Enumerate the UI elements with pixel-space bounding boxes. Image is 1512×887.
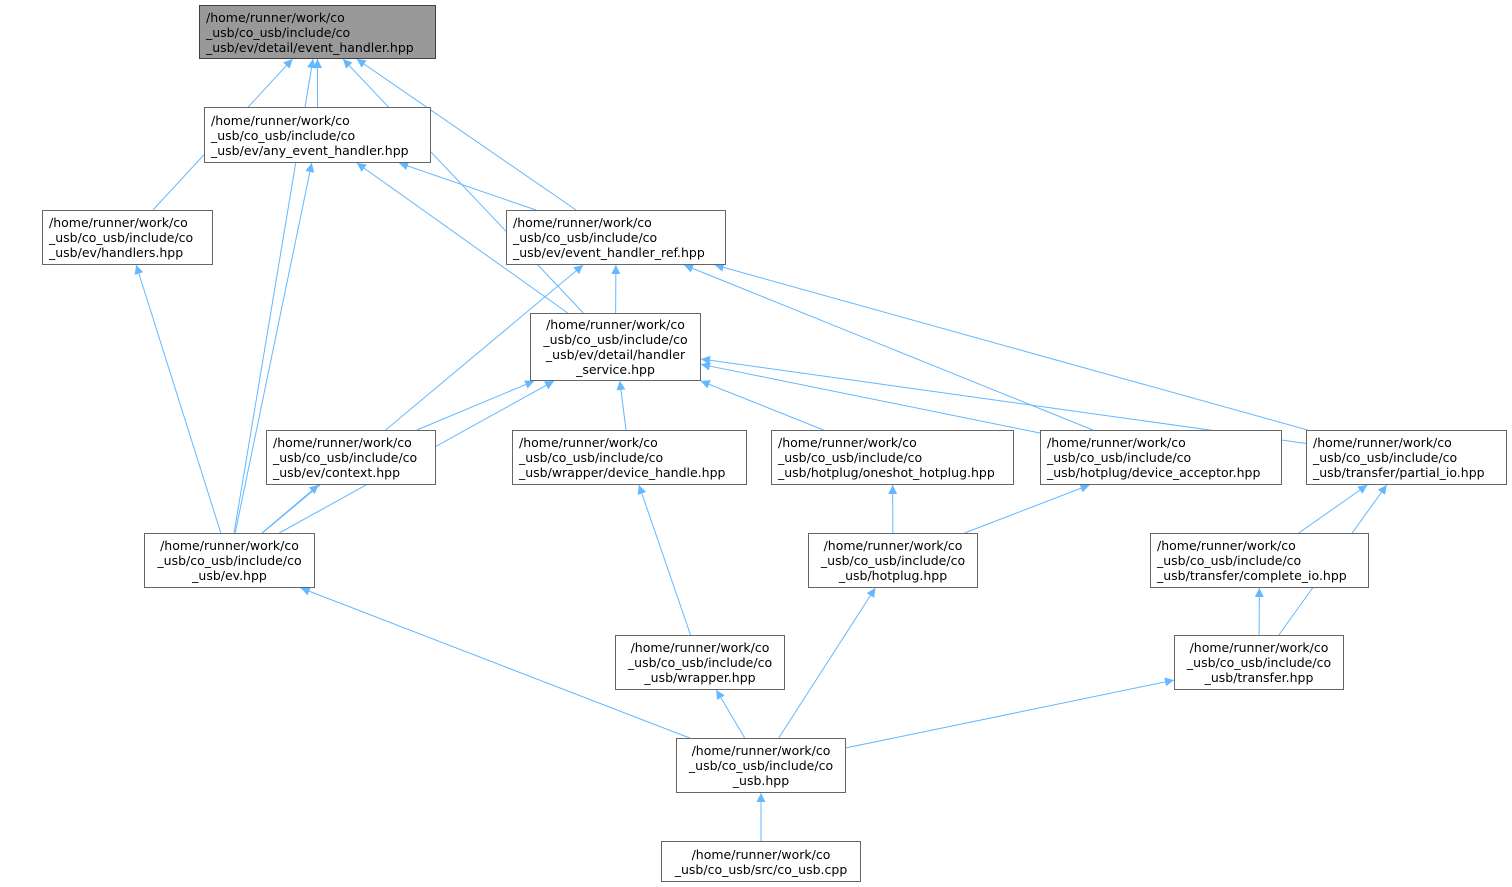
node-handlers-hpp[interactable]: /home/runner/work/co_usb/co_usb/include/…: [42, 210, 213, 265]
edge-partial_io-to-event_handler_ref: [714, 263, 1308, 431]
node-hotplug-hpp[interactable]: /home/runner/work/co_usb/co_usb/include/…: [808, 533, 978, 588]
node-device-handle-hpp[interactable]: /home/runner/work/co_usb/co_usb/include/…: [512, 430, 747, 485]
node-label-line: _usb/transfer.hpp: [1204, 670, 1314, 685]
edge-wrapper-to-device_handle: [637, 484, 692, 636]
node-label-line: /home/runner/work/co: [823, 538, 963, 553]
node-label-line: _usb/co_usb/include/co: [206, 24, 351, 40]
node-label-line: /home/runner/work/co: [519, 435, 658, 450]
edge-co_usb_hpp-to-wrapper: [715, 689, 746, 739]
node-label-line: _usb/ev/detail/event_handler.hpp: [206, 39, 414, 55]
node-label-line: _usb/co_usb/include/co: [1047, 450, 1192, 465]
edge-co_usb_hpp-to-transfer: [845, 677, 1175, 749]
edge-oneshot_hotplug-to-handler_service: [700, 380, 824, 431]
node-event-handler-hpp[interactable]: /home/runner/work/co_usb/co_usb/include/…: [199, 5, 436, 59]
node-label-line: _usb/co_usb/include/co: [157, 553, 302, 568]
node-label-line: _usb/co_usb/include/co: [627, 655, 773, 670]
edge-handler_service-to-event_handler: [342, 58, 584, 314]
node-label-line: /home/runner/work/co: [1157, 538, 1296, 553]
node-label-line: _usb/ev/event_handler_ref.hpp: [513, 245, 705, 260]
node-oneshot-hotplug-hpp[interactable]: /home/runner/work/co_usb/co_usb/include/…: [771, 430, 1014, 485]
edge-hotplug-to-device_acceptor: [964, 484, 1090, 534]
edge-ev-to-handlers: [134, 264, 222, 534]
edge-device_handle-to-handler_service: [616, 380, 627, 431]
node-event-handler-ref-hpp[interactable]: /home/runner/work/co_usb/co_usb/include/…: [506, 210, 726, 265]
node-label-line: _usb/co_usb/include/co: [211, 127, 356, 143]
node-label-line: /home/runner/work/co: [691, 743, 831, 758]
node-label-line: _usb/co_usb/include/co: [49, 230, 194, 245]
node-label-line: _usb/ev/handlers.hpp: [49, 245, 184, 260]
node-label-line: _usb.hpp: [732, 773, 790, 788]
node-label-line: /home/runner/work/co: [513, 215, 652, 230]
node-label-line: _usb/ev.hpp: [192, 568, 267, 583]
node-label-line: /home/runner/work/co: [778, 435, 917, 450]
node-wrapper-hpp[interactable]: /home/runner/work/co_usb/co_usb/include/…: [615, 635, 785, 690]
edge-event_handler_ref-to-any_event_handler: [398, 161, 537, 211]
node-label-line: /home/runner/work/co: [206, 9, 345, 25]
edge-ev-to-event_handler_ref: [262, 264, 584, 534]
node-label-line: /home/runner/work/co: [546, 317, 685, 332]
node-label-line: _usb/ev/context.hpp: [273, 465, 401, 480]
node-ev-hpp[interactable]: /home/runner/work/co_usb/co_usb/include/…: [144, 533, 315, 588]
node-label-line: _usb/hotplug.hpp: [838, 568, 948, 583]
node-label-line: /home/runner/work/co: [630, 640, 770, 655]
node-label-line: _usb/co_usb/include/co: [1186, 655, 1332, 670]
node-label-line: /home/runner/work/co: [49, 215, 188, 230]
edge-co_usb_hpp-to-ev: [300, 587, 690, 739]
node-label-line: _usb/wrapper/device_handle.hpp: [519, 465, 726, 480]
node-device-acceptor-hpp[interactable]: /home/runner/work/co_usb/co_usb/include/…: [1040, 430, 1282, 485]
node-co-usb-hpp[interactable]: /home/runner/work/co_usb/co_usb/include/…: [676, 738, 846, 793]
node-label-line: _usb/wrapper.hpp: [644, 670, 756, 685]
node-label-line: _usb/co_usb/include/co: [273, 450, 418, 465]
node-label-line: _usb/ev/any_event_handler.hpp: [211, 142, 409, 158]
node-label-line: _usb/co_usb/include/co: [1157, 553, 1302, 568]
node-label-line: /home/runner/work/co: [691, 846, 831, 862]
node-label-line: _usb/hotplug/oneshot_hotplug.hpp: [778, 465, 995, 480]
node-label-line: _usb/co_usb/include/co: [778, 450, 923, 465]
node-label-line: _usb/co_usb/include/co: [820, 553, 966, 568]
node-handler-service-hpp[interactable]: /home/runner/work/co_usb/co_usb/include/…: [530, 313, 701, 381]
node-label-line: /home/runner/work/co: [211, 112, 350, 128]
node-label-line: _usb/co_usb/include/co: [1313, 450, 1458, 465]
edge-device_acceptor-to-event_handler_ref: [683, 264, 1094, 431]
node-co-usb-cpp[interactable]: /home/runner/work/co_usb/co_usb/src/co_u…: [661, 841, 861, 882]
node-label-line: _usb/co_usb/include/co: [543, 332, 688, 347]
node-label-line: _usb/transfer/complete_io.hpp: [1157, 568, 1347, 583]
node-label-line: _usb/co_usb/include/co: [688, 758, 834, 773]
edge-ev-to-any_event_handler: [234, 162, 315, 534]
edge-event_handler_ref-to-event_handler: [356, 58, 577, 211]
node-label-line: _usb/transfer/partial_io.hpp: [1313, 465, 1485, 480]
node-label-line: /home/runner/work/co: [1313, 435, 1452, 450]
node-label-line: /home/runner/work/co: [1189, 640, 1329, 655]
node-label-line: _usb/ev/detail/handler: [545, 347, 686, 362]
node-label-line: _usb/co_usb/src/co_usb.cpp: [674, 861, 848, 877]
edge-device_acceptor-to-handler_service: [700, 361, 1041, 434]
node-transfer-hpp[interactable]: /home/runner/work/co_usb/co_usb/include/…: [1174, 635, 1344, 690]
edge-partial_io-to-handler_service: [700, 355, 1307, 444]
node-label-line: /home/runner/work/co: [160, 538, 299, 553]
node-context-hpp[interactable]: /home/runner/work/co_usb/co_usb/include/…: [266, 430, 436, 485]
node-label-line: _usb/co_usb/include/co: [519, 450, 664, 465]
edge-handler_service-to-any_event_handler: [356, 162, 568, 314]
node-any-event-handler-hpp[interactable]: /home/runner/work/co_usb/co_usb/include/…: [204, 107, 431, 163]
edge-co_usb_hpp-to-hotplug: [778, 587, 876, 739]
node-label-line: _usb/hotplug/device_acceptor.hpp: [1047, 465, 1261, 480]
node-label-line: /home/runner/work/co: [273, 435, 412, 450]
node-complete-io-hpp[interactable]: /home/runner/work/co_usb/co_usb/include/…: [1150, 533, 1369, 588]
edge-ev-to-context: [261, 484, 319, 534]
node-label-line: /home/runner/work/co: [1047, 435, 1186, 450]
edge-complete_io-to-partial_io: [1298, 484, 1368, 534]
edge-context-to-handler_service: [416, 380, 535, 431]
node-label-line: _usb/co_usb/include/co: [513, 230, 658, 245]
node-label-line: _service.hpp: [576, 362, 655, 377]
node-partial-io-hpp[interactable]: /home/runner/work/co_usb/co_usb/include/…: [1306, 430, 1507, 485]
